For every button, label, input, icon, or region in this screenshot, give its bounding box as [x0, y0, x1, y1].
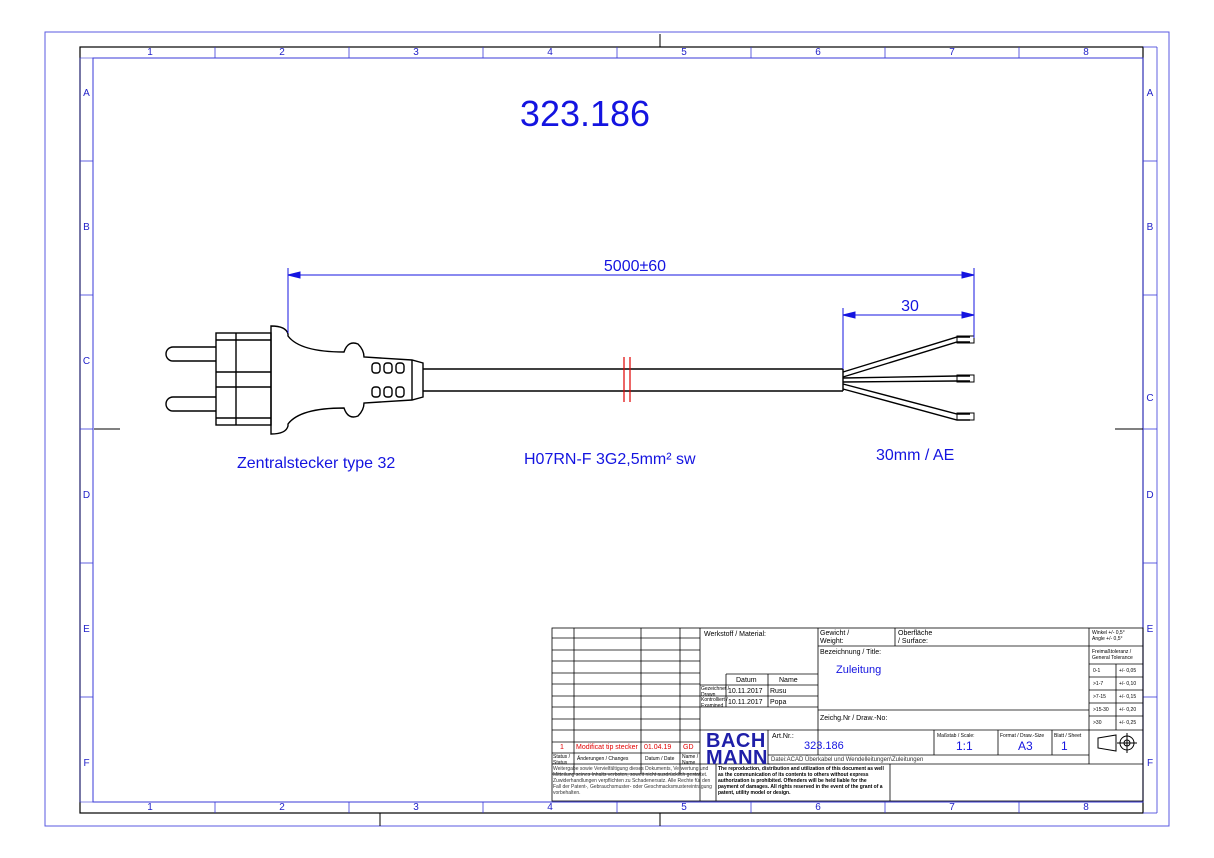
column-label: 1: [147, 802, 153, 813]
checked-name: Popa: [770, 699, 787, 706]
column-label: 2: [279, 47, 285, 58]
checked-label: Kontrolliert / Examined: [701, 697, 728, 709]
company-logo: BACH MANN: [706, 730, 768, 769]
tolerance-value: +/- 0,25: [1119, 720, 1137, 726]
column-label: 8: [1083, 47, 1089, 58]
angle-tolerance: Winkel +/- 0,5° Angle +/- 0,5°: [1092, 630, 1125, 642]
plug-body: [270, 325, 424, 435]
column-label: 5: [681, 802, 687, 813]
row-label: B: [1146, 222, 1154, 233]
revision-name: GD: [683, 744, 694, 751]
row-label: F: [83, 758, 90, 769]
row-label: F: [1146, 758, 1154, 769]
tolerance-range: >15-30: [1093, 707, 1109, 713]
column-label: 8: [1083, 802, 1089, 813]
row-label: A: [1146, 88, 1154, 99]
rev-header-date: Datum / Date: [645, 756, 675, 762]
row-label: C: [82, 356, 91, 367]
title-value: Zuleitung: [836, 664, 882, 676]
logo-line-1: BACH: [706, 730, 766, 752]
row-label: C: [1146, 393, 1154, 404]
dimension-lines: [287, 268, 975, 369]
column-label: 6: [815, 47, 821, 58]
column-label: 3: [413, 802, 419, 813]
drawn-date: 10.11.2017: [728, 688, 763, 695]
break-mark: [623, 357, 631, 402]
column-label: 7: [949, 802, 955, 813]
column-label: 1: [147, 47, 153, 58]
cable-label: H07RN-F 3G2,5mm² sw: [524, 451, 696, 468]
projection-symbol-icon: [1097, 733, 1137, 753]
row-label: D: [1146, 490, 1154, 501]
column-label: 7: [949, 47, 955, 58]
row-label: D: [82, 490, 91, 501]
dimension-strip-label: 30: [901, 298, 919, 315]
row-label: E: [83, 624, 90, 635]
revision-status: 1: [560, 744, 564, 751]
format-value: A3: [1018, 739, 1033, 753]
dimension-total-label: 5000±60: [603, 258, 667, 275]
date-header: Datum: [736, 677, 757, 684]
column-ticks: [214, 47, 1020, 813]
column-label: 4: [547, 802, 553, 813]
title-block-grid: [551, 627, 1144, 802]
inner-border: [92, 57, 1144, 803]
column-label: 4: [547, 47, 553, 58]
plug-drawing: [165, 325, 424, 435]
sheet-value: 1: [1061, 739, 1068, 753]
scale-value: 1:1: [956, 739, 973, 753]
centering-marks: [94, 34, 1143, 826]
name-header: Name: [779, 677, 798, 684]
column-label: 5: [681, 47, 687, 58]
checked-date: 10.11.2017: [728, 699, 763, 706]
general-tolerance: Freimaßtoleranz / General Tolerance: [1092, 649, 1133, 661]
tolerance-range: >30: [1093, 720, 1102, 726]
format-label: Format / Draw.-Size: [1000, 733, 1045, 739]
drawn-label: Gezeichnet / Drawn: [701, 686, 730, 698]
rev-header-status: Status / Status: [553, 754, 570, 766]
row-ticks: [80, 160, 1157, 698]
sheet-label: Blatt / Sheet: [1054, 733, 1082, 739]
tolerance-range: 0-1: [1093, 668, 1101, 674]
weight-label: Gewicht / Weight:: [820, 630, 850, 645]
plug-face: [215, 332, 272, 426]
plug-label: Zentralstecker type 32: [237, 455, 396, 472]
article-label: Art.Nr.:: [772, 733, 794, 740]
column-label: 6: [815, 802, 821, 813]
rev-header-name: Name / Name: [682, 754, 699, 766]
column-label: 3: [413, 47, 419, 58]
frame-border: [79, 46, 1144, 814]
row-label: A: [83, 88, 90, 99]
material-label: Werkstoff / Material:: [704, 631, 766, 638]
file-path: Datei:ACAD Überkabel und Wendelleitungen…: [771, 757, 924, 763]
column-label: 2: [279, 802, 285, 813]
revision-date: 01.04.19: [644, 744, 672, 751]
pin-bottom: [165, 396, 216, 412]
revision-change: Modificat tip stecker: [576, 744, 638, 751]
scale-label: Maßstab / Scale:: [937, 733, 975, 739]
rev-header-change: Änderungen / Changes: [577, 756, 629, 762]
logo-line-2: MANN: [706, 747, 768, 769]
drawn-name: Rusu: [770, 688, 787, 695]
surface-label: Oberfläche / Surface:: [898, 630, 933, 645]
tolerance-value: +/- 0,10: [1119, 681, 1137, 687]
outer-border: [44, 31, 1170, 827]
tolerance-value: +/- 0,15: [1119, 694, 1137, 700]
cable-drawing: [423, 335, 975, 421]
tolerance-value: +/- 0,20: [1119, 707, 1137, 713]
disclaimer-german: Weitergabe sowie Vervielfältigung dieses…: [553, 766, 712, 796]
tolerance-range: >1-7: [1093, 681, 1104, 687]
tolerance-value: +/- 0,05: [1119, 668, 1137, 674]
title-label: Bezeichnung / Title:: [820, 649, 882, 656]
row-label: E: [1146, 624, 1154, 635]
pin-top: [165, 346, 216, 362]
row-label: B: [83, 222, 90, 233]
cable-end-label: 30mm / AE: [876, 447, 955, 464]
tolerance-range: >7-15: [1093, 694, 1106, 700]
drawing-no-label: Zeichg.Nr / Draw.-No:: [820, 715, 888, 722]
article-value: 323.186: [804, 740, 844, 752]
disclaimer-english: The reproduction, distribution and utili…: [718, 766, 884, 796]
part-number-title: 323.186: [519, 93, 651, 134]
